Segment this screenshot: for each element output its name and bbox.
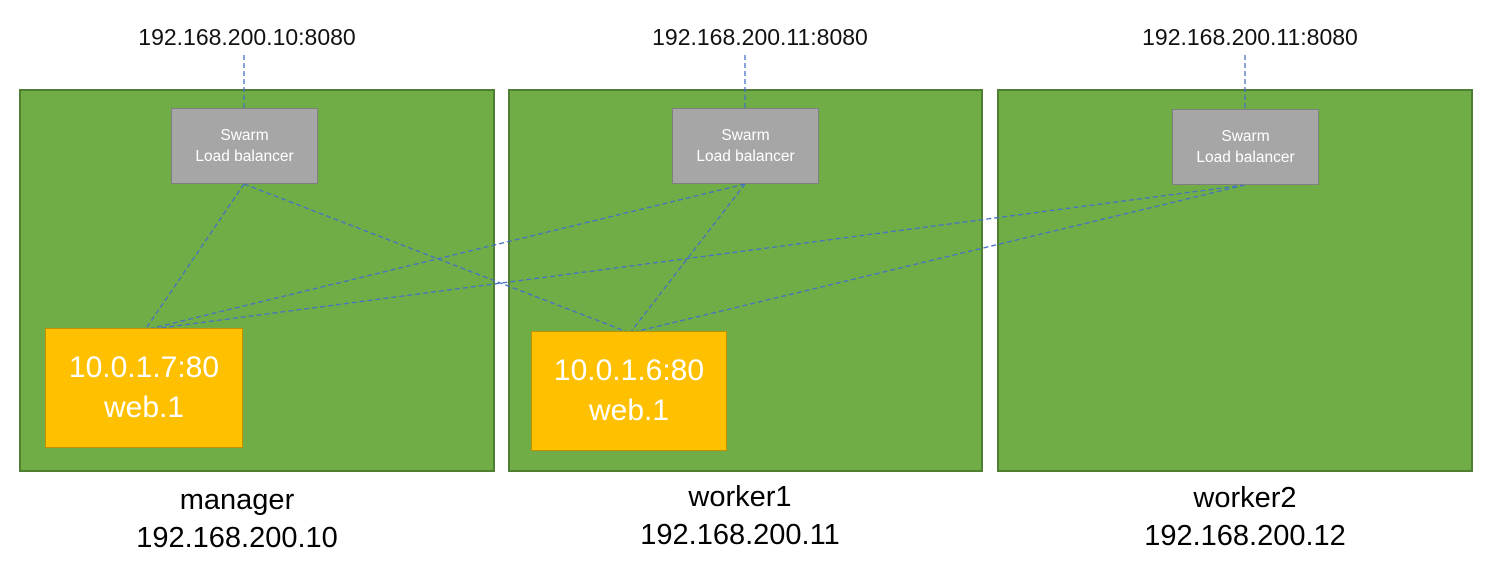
load-balancer-line-1: Swarm (721, 127, 770, 144)
task-name: web.1 (103, 391, 185, 424)
load-balancer-worker1: Swarm Load balancer (672, 108, 819, 184)
node-name: worker2 (1193, 482, 1297, 514)
node-caption-worker1: worker1 192.168.200.11 (590, 478, 890, 554)
load-balancer-line-1: Swarm (1221, 128, 1270, 145)
node-name: worker1 (688, 481, 792, 513)
node-ip: 192.168.200.12 (1144, 520, 1346, 552)
load-balancer-line-2: Load balancer (195, 148, 294, 165)
endpoint-label-worker1: 192.168.200.11:8080 (652, 24, 868, 50)
node-caption-manager: manager 192.168.200.10 (87, 481, 387, 557)
load-balancer-line-2: Load balancer (1196, 149, 1295, 166)
node-caption-worker2: worker2 192.168.200.12 (1095, 479, 1395, 555)
load-balancer-line-1: Swarm (220, 127, 269, 144)
load-balancer-manager: Swarm Load balancer (171, 108, 318, 184)
node-ip: 192.168.200.11 (640, 519, 840, 551)
task-address: 10.0.1.7:80 (68, 351, 220, 384)
load-balancer-worker2: Swarm Load balancer (1172, 109, 1319, 185)
endpoint-label-worker2: 192.168.200.11:8080 (1142, 24, 1358, 50)
endpoint-label-manager: 192.168.200.10:8080 (138, 24, 356, 50)
load-balancer-line-2: Load balancer (696, 148, 795, 165)
task-address: 10.0.1.6:80 (553, 354, 705, 387)
node-ip: 192.168.200.10 (136, 522, 338, 554)
task-name: web.1 (588, 394, 670, 427)
task-worker1-web-1: 10.0.1.6:80 web.1 (531, 331, 727, 451)
node-name: manager (179, 484, 295, 516)
task-manager-web-1: 10.0.1.7:80 web.1 (45, 328, 243, 448)
